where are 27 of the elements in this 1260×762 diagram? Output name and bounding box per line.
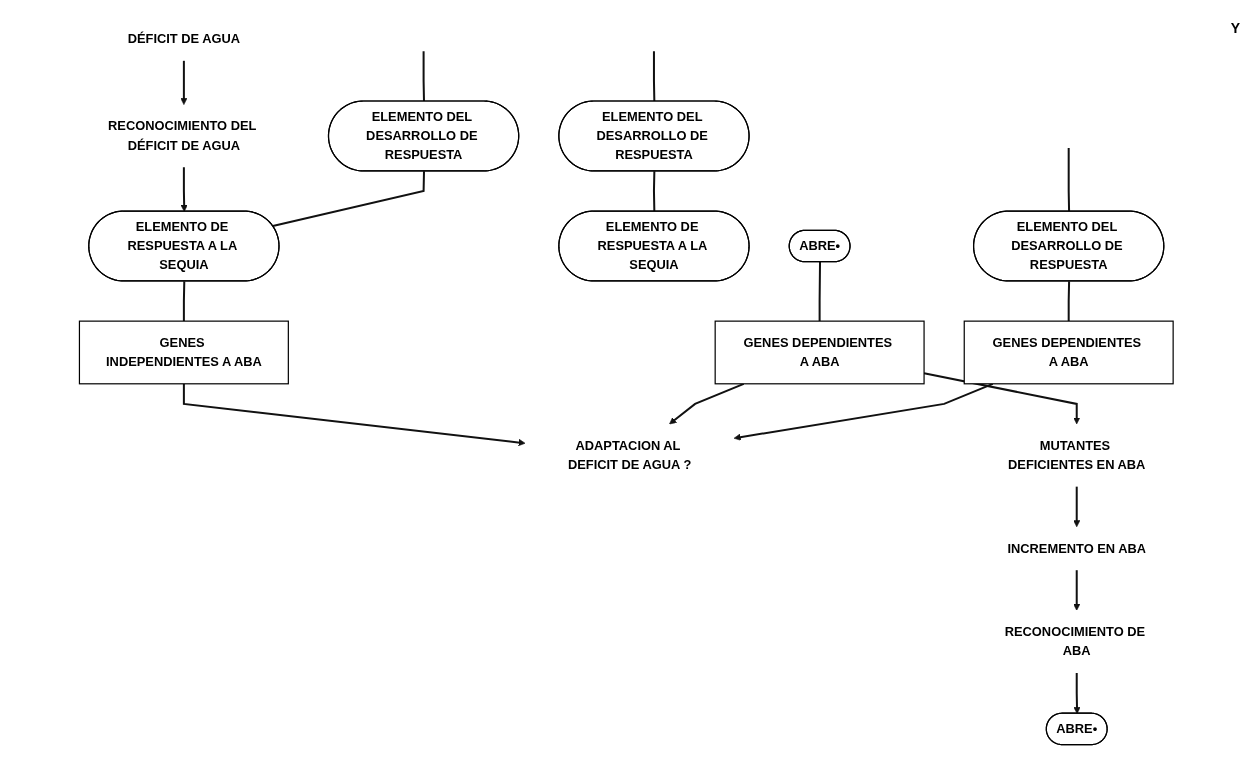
connector — [652, 51, 656, 102]
arrow — [182, 383, 526, 447]
connector — [182, 281, 185, 322]
arrow — [1073, 673, 1081, 714]
connector — [422, 51, 425, 102]
node-text: ADAPTACION AL DEFICIT DE AGUA ? — [567, 438, 691, 472]
node-text: INCREMENTO EN ABA — [1007, 541, 1146, 555]
node-text: RECONOCIMIENTO DEL DÉFICIT DE AGUA — [107, 119, 256, 153]
arrow — [1072, 570, 1080, 611]
node-text: DÉFICIT DE AGUA — [127, 31, 240, 46]
node-box: GENES INDEPENDIENTES A ABA — [78, 320, 289, 385]
arrow — [923, 372, 1080, 425]
connector — [1067, 281, 1070, 322]
arrow — [180, 60, 188, 105]
connector — [272, 171, 425, 228]
node-box: GENES DEPENDIENTES A ABA — [963, 320, 1174, 385]
arrow — [180, 167, 188, 212]
arrow — [1072, 486, 1080, 528]
note-text: Y — [1230, 20, 1240, 36]
node-text: RECONOCIMIENTO DE ABA — [1004, 624, 1145, 658]
connector — [652, 171, 656, 212]
node-text: MUTANTES DEFICIENTES EN ABA — [1007, 438, 1146, 472]
arrow — [668, 382, 744, 425]
arrow — [733, 382, 993, 441]
node-box: GENES DEPENDIENTES A ABA — [714, 320, 925, 385]
connector — [1067, 148, 1070, 212]
connector — [818, 262, 821, 322]
